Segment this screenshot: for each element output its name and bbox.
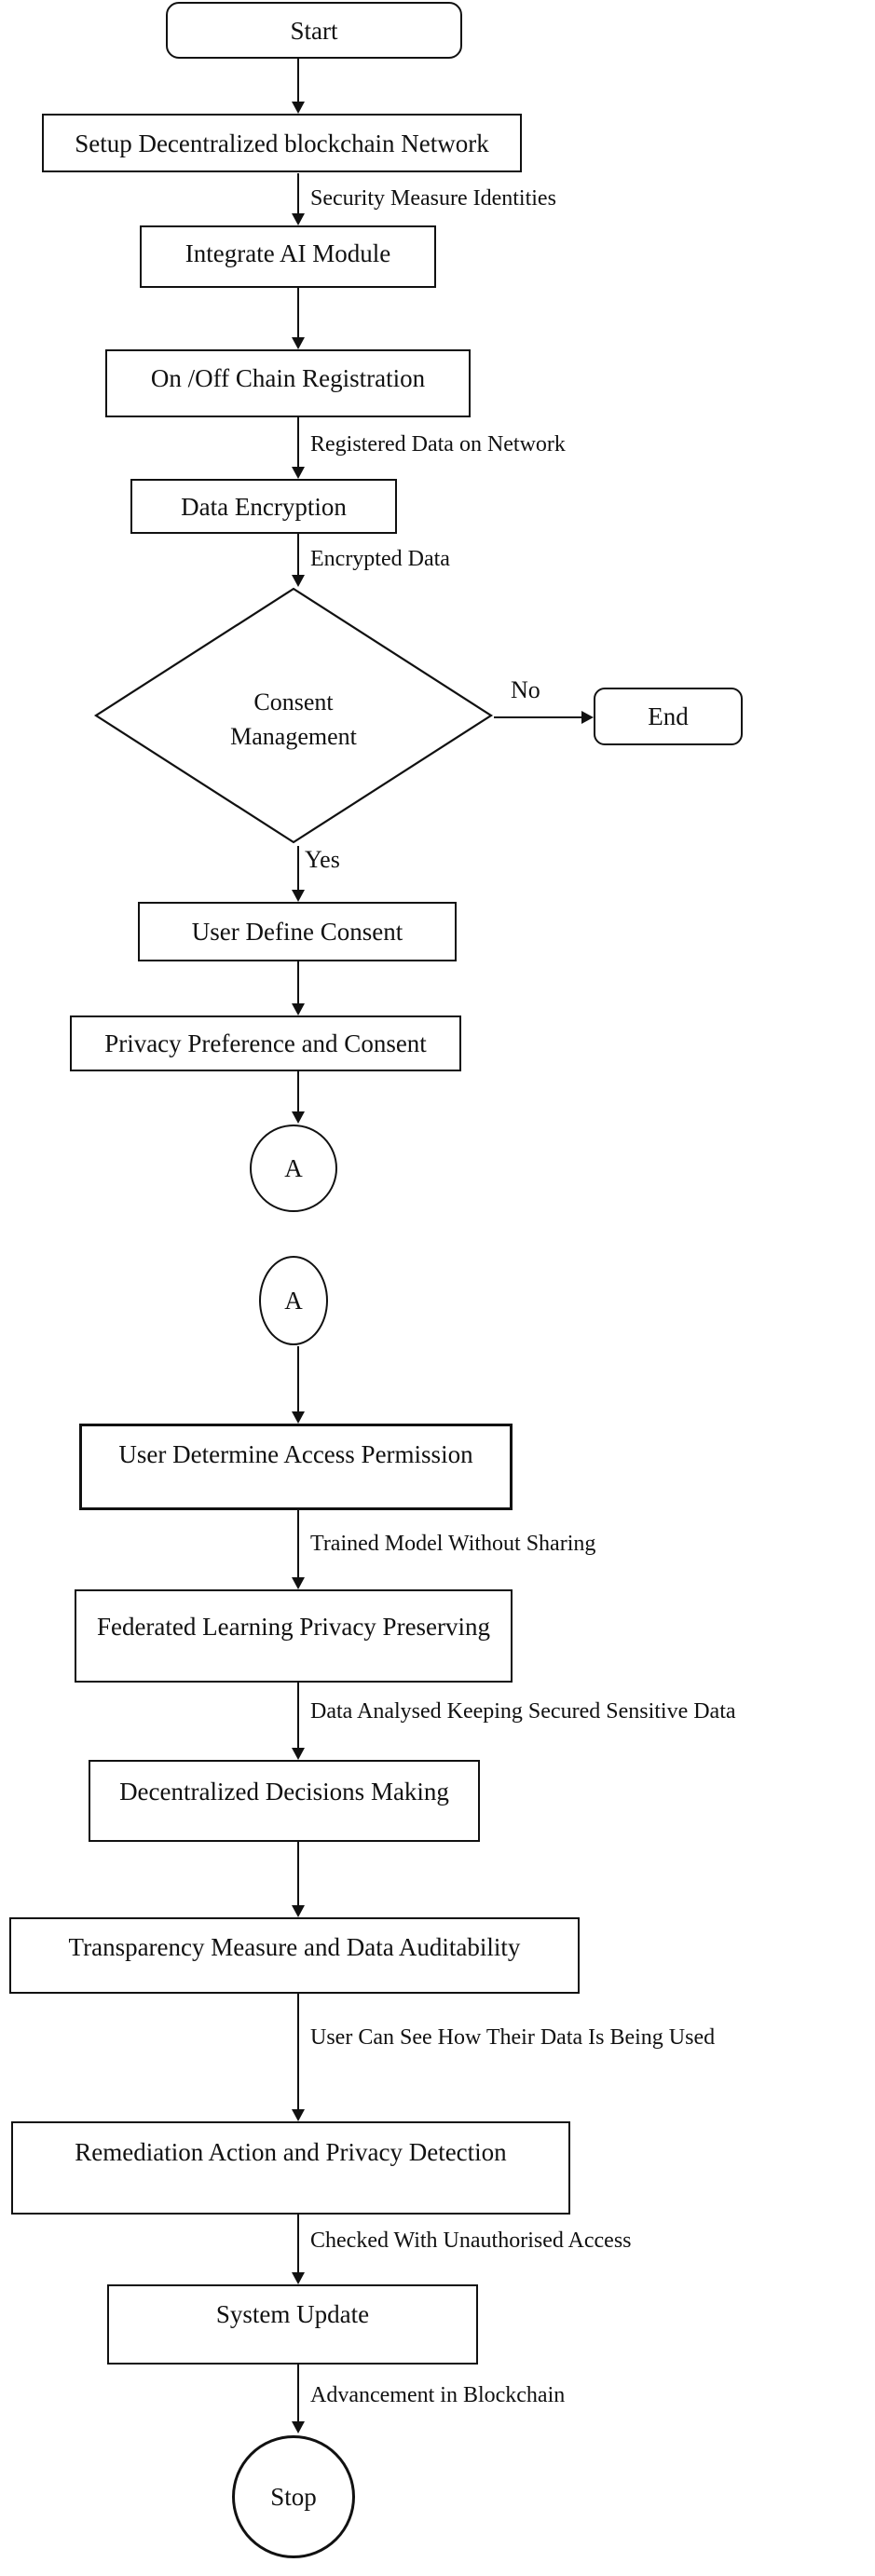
edge-label-data-analysed: Data Analysed Keeping Secured Sensitive … xyxy=(310,1699,736,1724)
arrow-transparency-to-remediation xyxy=(292,1994,305,2121)
edge-label-no: No xyxy=(511,676,540,703)
arrow-connector-to-access-permission xyxy=(292,1346,305,1424)
arrow-yes-branch-to-user-define-consent xyxy=(292,846,305,902)
edge-label-advancement-blockchain: Advancement in Blockchain xyxy=(310,2383,566,2407)
edge-label-security-measure-identities: Security Measure Identities xyxy=(310,186,556,211)
decision-consent-management-shape xyxy=(93,587,494,844)
process-federated-learning: Federated Learning Privacy Preserving xyxy=(75,1589,513,1683)
process-on-off-chain-registration: On /Off Chain Registration xyxy=(105,349,471,417)
process-user-determine-access-permission: User Determine Access Permission xyxy=(79,1424,513,1510)
edge-label-encrypted-data: Encrypted Data xyxy=(310,547,450,571)
connector-a-top: A xyxy=(259,1256,328,1345)
end-terminator: End xyxy=(594,688,743,745)
edge-label-trained-model: Trained Model Without Sharing xyxy=(310,1532,596,1556)
arrow-encryption-to-decision xyxy=(292,534,305,587)
process-integrate-ai-module: Integrate AI Module xyxy=(140,225,436,288)
arrow-udc-to-privacy-preference xyxy=(292,961,305,1015)
arrow-registration-to-encryption xyxy=(292,417,305,479)
process-decentralized-decisions: Decentralized Decisions Making xyxy=(89,1760,480,1842)
arrow-system-update-to-stop xyxy=(292,2365,305,2433)
arrow-decentralized-to-transparency xyxy=(292,1842,305,1917)
arrow-start-to-setup xyxy=(292,59,305,114)
arrow-remediation-to-system-update xyxy=(292,2215,305,2284)
arrow-udap-to-federated xyxy=(292,1510,305,1589)
decision-consent-management-label: Consent Management xyxy=(230,688,357,750)
process-data-encryption: Data Encryption xyxy=(130,479,397,534)
process-system-update: System Update xyxy=(107,2284,478,2365)
arrow-integrate-to-registration xyxy=(292,288,305,349)
arrow-setup-to-integrate xyxy=(292,173,305,225)
start-terminator: Start xyxy=(166,2,462,59)
edge-label-checked-unauthorised: Checked With Unauthorised Access xyxy=(310,2228,632,2253)
arrow-ppc-to-connector-a xyxy=(292,1071,305,1124)
arrow-no-branch-to-end xyxy=(494,711,594,724)
process-user-define-consent: User Define Consent xyxy=(138,902,457,961)
edge-label-user-can-see: User Can See How Their Data Is Being Use… xyxy=(310,2025,716,2050)
edge-label-yes: Yes xyxy=(305,846,340,873)
process-transparency-auditability: Transparency Measure and Data Auditabili… xyxy=(9,1917,580,1994)
connector-a-bottom: A xyxy=(250,1124,337,1212)
process-remediation-privacy-detection: Remediation Action and Privacy Detection xyxy=(11,2121,570,2215)
process-privacy-preference-consent: Privacy Preference and Consent xyxy=(70,1015,461,1071)
edge-label-registered-data: Registered Data on Network xyxy=(310,432,566,457)
arrow-federated-to-decentralized xyxy=(292,1683,305,1760)
stop-terminator: Stop xyxy=(232,2435,355,2558)
process-setup-blockchain-network: Setup Decentralized blockchain Network xyxy=(42,114,522,172)
